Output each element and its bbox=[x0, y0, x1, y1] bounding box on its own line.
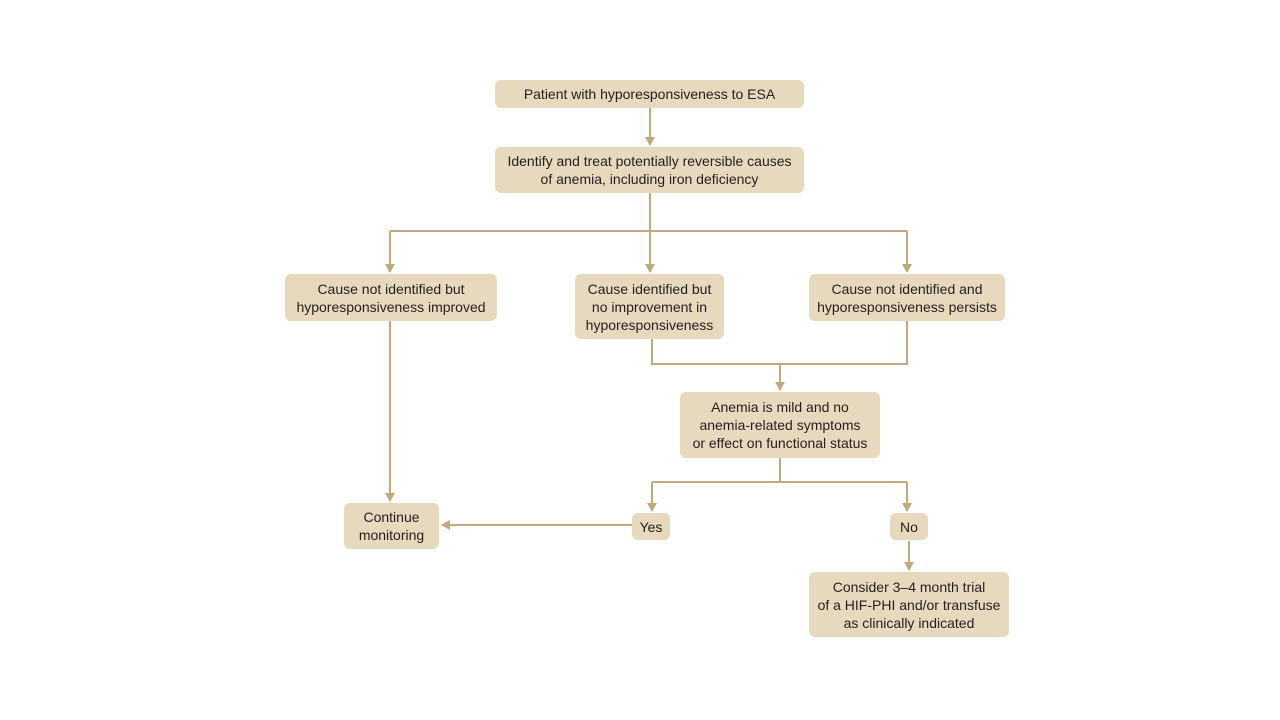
node-identify-causes: Identify and treat potentially reversibl… bbox=[495, 147, 804, 193]
node-continue-monitoring: Continue monitoring bbox=[344, 503, 439, 549]
node-no: No bbox=[890, 513, 928, 540]
node-consider-hif-phi: Consider 3–4 month trial of a HIF-PHI an… bbox=[809, 572, 1009, 637]
node-start: Patient with hyporesponsiveness to ESA bbox=[495, 80, 804, 108]
node-mild-anemia: Anemia is mild and no anemia-related sym… bbox=[680, 392, 880, 458]
node-cause-not-identified-improved: Cause not identified but hyporesponsiven… bbox=[285, 274, 497, 321]
node-cause-not-identified-persists: Cause not identified and hyporesponsiven… bbox=[809, 274, 1005, 321]
node-yes: Yes bbox=[632, 513, 670, 540]
node-cause-identified-no-improvement: Cause identified but no improvement in h… bbox=[575, 274, 724, 339]
